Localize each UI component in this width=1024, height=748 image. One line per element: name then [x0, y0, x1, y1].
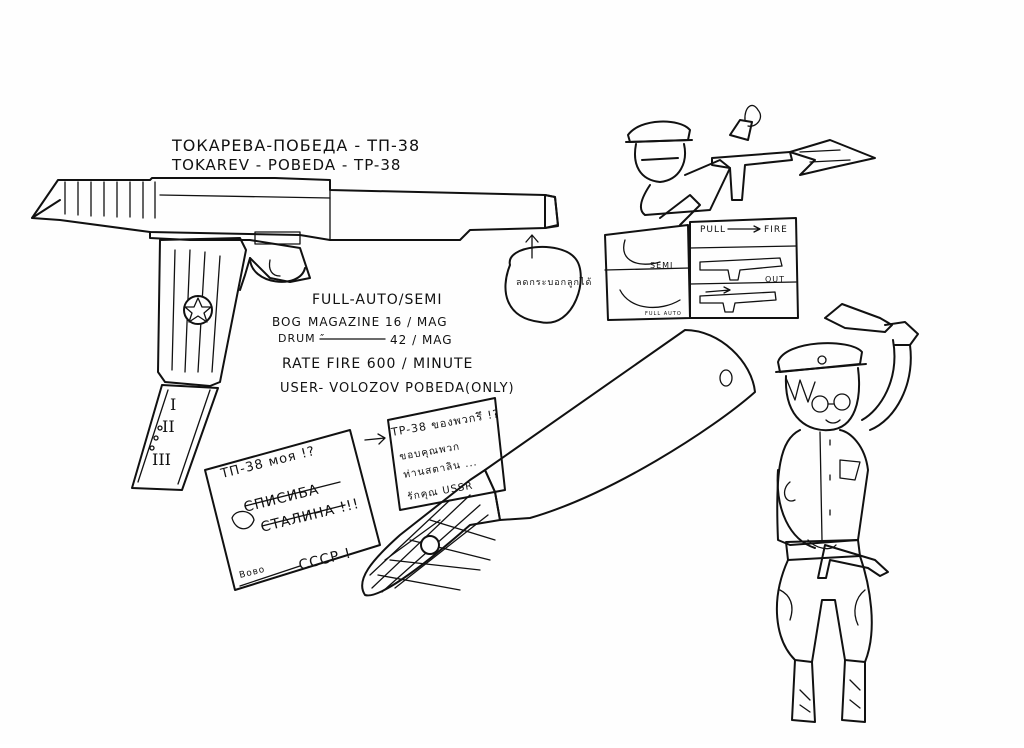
spec-box-magazine: MAGAZINE 16 / MAG: [308, 315, 448, 329]
gun-title-latin: TOKAREV - POBEDA - TP-38: [171, 156, 401, 174]
comic-panels: SEMI FULL AUTO PULL FIRE OUT: [604, 217, 799, 321]
comic-label-out: OUT: [765, 275, 785, 284]
comic-label-full-auto: FULL AUTO: [645, 311, 682, 317]
comic-label-fire: FIRE: [764, 225, 788, 235]
pistol-drawing: [31, 177, 559, 491]
card-left: TП-38 моя !? СПИСИБА СТАЛИНА !!! СССР ! …: [204, 429, 381, 591]
magazine-mark-3: III: [152, 450, 171, 469]
magazine-mark-2: II: [162, 417, 175, 436]
card-right: TP-38 ของพวกรึ !? ขอบคุณพวก ท่านสตาลิน .…: [364, 397, 506, 511]
spec-fire-mode: FULL-AUTO/SEMI: [312, 292, 442, 308]
spec-drum-magazine: 42 / MAG: [390, 333, 453, 347]
spec-user: USER- VOLOZOV POBEDA(ONLY): [280, 381, 515, 396]
card-left-heading: TП-38 моя !?: [218, 444, 317, 482]
knife-drawing: [361, 329, 756, 597]
card-left-footer: СССР !: [297, 545, 353, 574]
card-right-line-1: ขอบคุณพวก: [399, 441, 461, 462]
balloon-note: ลดกระบอกลูกได้: [516, 277, 592, 288]
comic-firing-officer: [625, 104, 876, 226]
comic-label-semi: SEMI: [650, 261, 673, 270]
gun-title-cyrillic: ТОКАРЕВА-ПОБЕДА - ТП-38: [171, 136, 420, 155]
comic-label-pull: PULL: [700, 225, 726, 235]
spec-box-label: BOG: [272, 315, 302, 329]
magazine-mark-1: I: [170, 395, 176, 414]
spec-drum-label: DRUM ″: [278, 332, 325, 345]
card-right-heading: TP-38 ของพวกรึ !?: [389, 407, 500, 439]
spec-rate-of-fire: RATE FIRE 600 / MINUTE: [282, 356, 473, 372]
card-right-line-2: ท่านสตาลิน ...: [403, 457, 479, 481]
officer-figure: [775, 303, 919, 723]
